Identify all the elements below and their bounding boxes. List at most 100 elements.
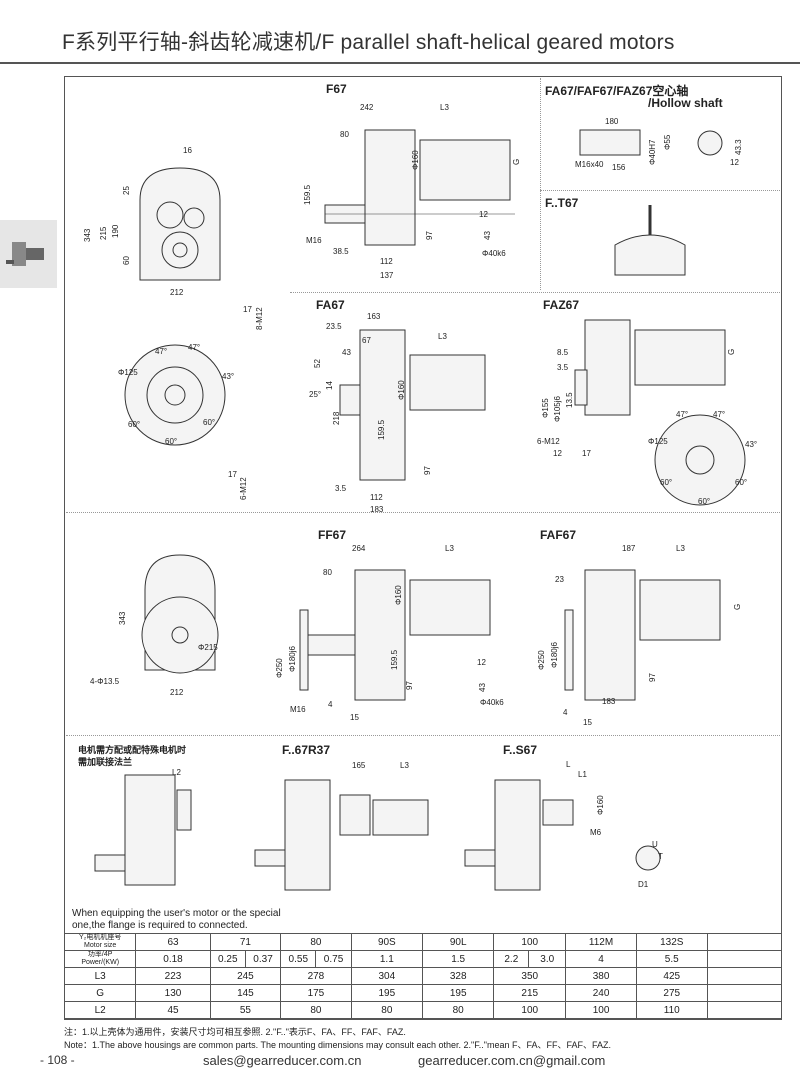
ff67-drawing: [299, 569, 491, 701]
separator: [540, 190, 780, 191]
table-cell: 195: [350, 984, 424, 1002]
dim-label: 3.5: [557, 363, 569, 372]
dim-label: 218: [332, 411, 341, 425]
ft67-drawing: [614, 205, 686, 276]
separator: [66, 512, 780, 513]
footer-email-gmail[interactable]: gearreducer.com.cn@gmail.com: [418, 1053, 606, 1068]
dim-label: Φ40k6: [480, 698, 504, 707]
dim-label: 6-M12: [239, 477, 248, 500]
table-cell: 223: [135, 967, 211, 985]
dim-label: 17: [582, 449, 591, 458]
dim-label: 97: [405, 681, 414, 690]
table-cell: 100: [493, 1001, 567, 1019]
table-cell-empty: [706, 967, 783, 985]
dim-label: 165: [352, 761, 366, 770]
dim-label: 264: [352, 544, 366, 553]
separator: [290, 292, 780, 293]
table-cell: 0.18: [135, 950, 211, 968]
dim-label: 183: [602, 697, 616, 706]
equip-note-line: When equipping the user's motor or the s…: [72, 908, 281, 919]
table-cell: 425: [635, 967, 708, 985]
dim-label: U: [652, 840, 658, 849]
table-cell: 130: [135, 984, 211, 1002]
dim-label: L3: [676, 544, 685, 553]
dim-label: Φ250: [537, 650, 546, 670]
dim-label: 159.5: [390, 649, 399, 670]
faf67-drawing: [564, 569, 721, 701]
table-cell: 1.1: [350, 950, 424, 968]
dim-label: 14: [325, 381, 334, 390]
r37-drawing: [254, 779, 429, 891]
dim-label: 60°: [660, 478, 673, 487]
dim-label: 112: [370, 493, 383, 502]
table-cell: 45: [135, 1001, 211, 1019]
dim-label: 112: [380, 257, 393, 266]
note-en: Note：1.The above housings are common par…: [64, 1040, 611, 1050]
table-cell: 350: [493, 967, 567, 985]
table-cell: 0.37: [244, 950, 282, 968]
table-cell: 63: [135, 933, 211, 951]
dim-label: 3.5: [335, 484, 347, 493]
dim-label: 156: [612, 163, 626, 172]
dim-label: L3: [400, 761, 409, 770]
dim-label: 97: [423, 466, 432, 475]
dim-label: 215: [99, 226, 108, 240]
dim-label: 12: [479, 210, 488, 219]
flange-option-drawing: [94, 774, 192, 886]
table-cell: 0.25: [209, 950, 246, 968]
table-row: G 130 145 175 195 195 215 240 275: [63, 984, 783, 1002]
table-cell: 175: [280, 984, 352, 1002]
table-cell-empty: [706, 1001, 783, 1019]
faz67-flange-drawing: [654, 414, 746, 506]
page-number: - 108 -: [40, 1053, 75, 1067]
dim-label: L3: [440, 103, 449, 112]
table-row: L2 45 55 80 80 80 100 100 110: [63, 1001, 783, 1019]
separator: [540, 78, 541, 290]
f67-side-drawing: [324, 129, 515, 246]
dim-label: 12: [730, 158, 739, 167]
row-header-en: Motor size: [84, 942, 117, 949]
dim-label: D1: [638, 880, 649, 889]
dim-label: Φ40H7: [648, 139, 657, 165]
dim-label: 23.5: [326, 322, 342, 331]
table-cell: 3.0: [528, 950, 567, 968]
dim-label: 43.3: [734, 139, 743, 155]
label-s67: F..S67: [503, 743, 538, 757]
dim-label: M16: [290, 705, 306, 714]
equip-note-line: one,the flange is required to connected.: [72, 920, 248, 931]
dim-label: 80: [323, 568, 332, 577]
dim-label: 67: [362, 336, 371, 345]
dim-label: 43°: [745, 440, 758, 449]
row-header-cn: 功率/4P: [87, 951, 113, 958]
dim-label: L3: [438, 332, 447, 341]
flange-note-cn-1: 电机需方配或配特殊电机时: [78, 745, 187, 755]
dim-label: G: [733, 603, 742, 610]
dim-label: 15: [583, 718, 592, 727]
dim-label: T: [658, 852, 663, 861]
table-cell: 132S: [635, 933, 708, 951]
side-thumbnail-tab: [0, 220, 57, 288]
dim-label: Φ125: [118, 368, 138, 377]
dim-label: 47°: [713, 410, 726, 419]
drawing-frame: [64, 76, 782, 1020]
footer-email-sales[interactable]: sales@gearreducer.com.cn: [203, 1053, 362, 1068]
equip-note: When equipping the user's motor or the s…: [72, 908, 281, 932]
fa67-drawing: [339, 329, 486, 481]
table-cell: 4: [565, 950, 637, 968]
dim-label: 8-M12: [255, 307, 264, 330]
dim-label: 60°: [165, 437, 178, 446]
label-r37: F..67R37: [282, 743, 331, 757]
table-cell: 80: [422, 1001, 495, 1019]
table-cell: 275: [635, 984, 708, 1002]
gearmotor-thumbnail-icon: [6, 242, 44, 266]
row-header: G: [63, 984, 137, 1002]
dim-label: L2: [172, 768, 181, 777]
dim-label: G: [512, 158, 521, 165]
dim-label: Φ105j6: [553, 396, 562, 422]
separator: [66, 735, 780, 736]
ff-front-drawing: [141, 554, 219, 674]
dim-label: 60°: [128, 420, 141, 429]
